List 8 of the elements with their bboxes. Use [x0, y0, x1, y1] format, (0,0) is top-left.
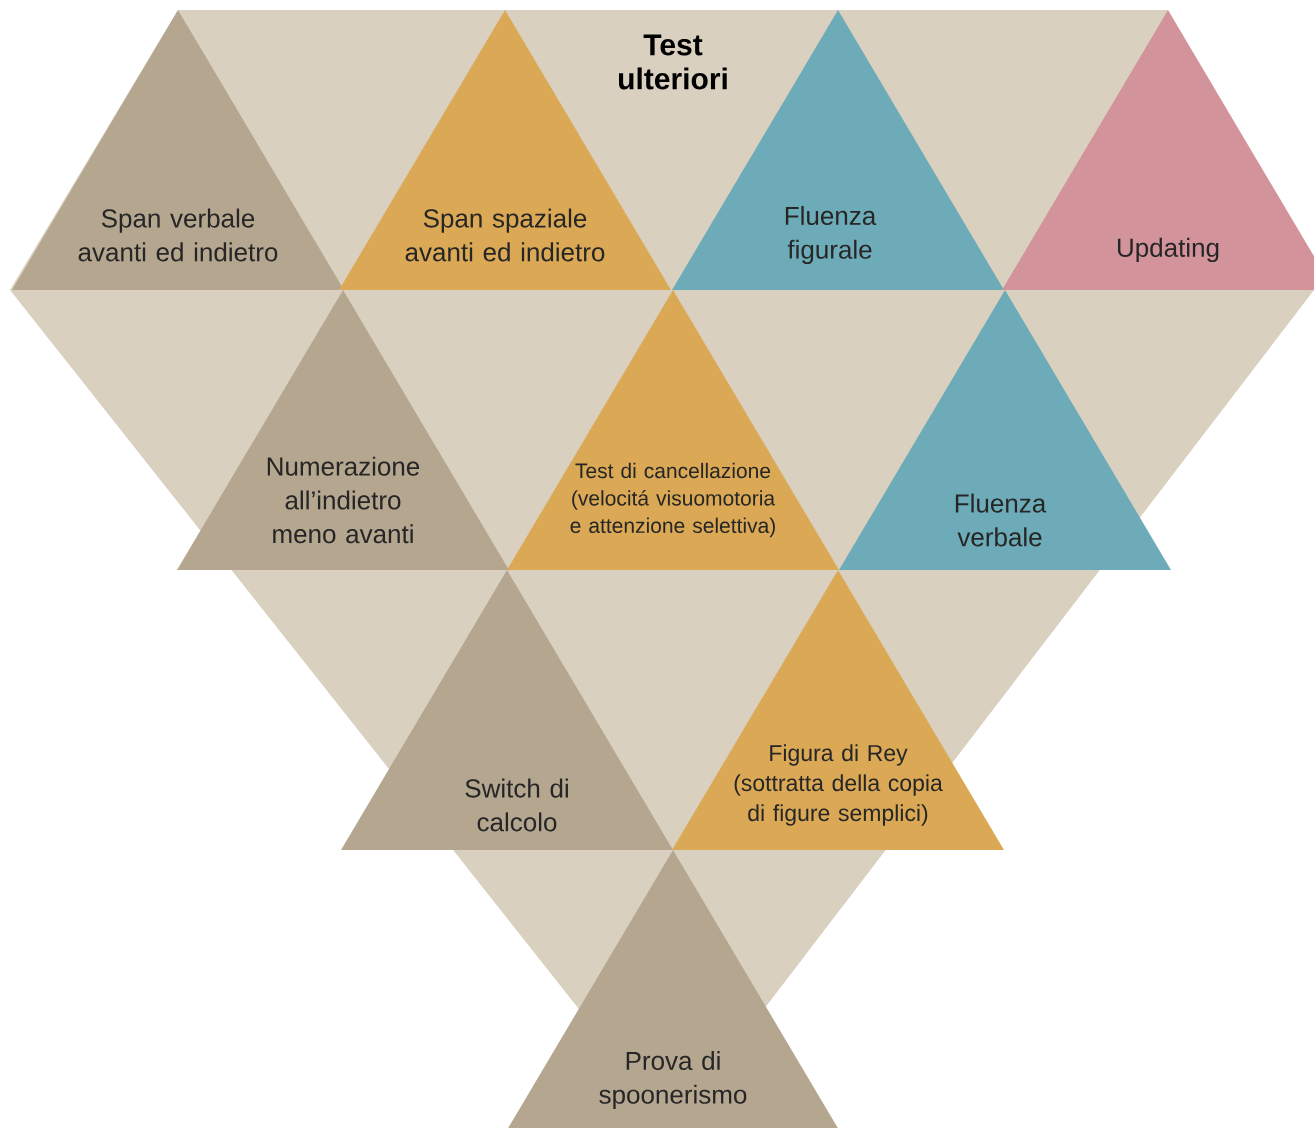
triangle-tile: Test di cancellazione (velocitá visuomotoria e attenzione selettiva): [507, 290, 839, 570]
triangle-tile: Span verbale avanti ed indietro: [12, 10, 344, 290]
triangle-tile: Prova di spoonerismo: [507, 850, 839, 1128]
triangle-tile: Fluenza verbale: [839, 290, 1171, 570]
triangle-tile: Updating: [1002, 10, 1314, 290]
triangle-tile: Switch di calcolo: [341, 570, 673, 850]
triangle-tile: Numerazione all’indietro meno avanti: [177, 290, 509, 570]
triangle-tile: Figura di Rey (sottratta della copia di figure semplici): [672, 570, 1004, 850]
